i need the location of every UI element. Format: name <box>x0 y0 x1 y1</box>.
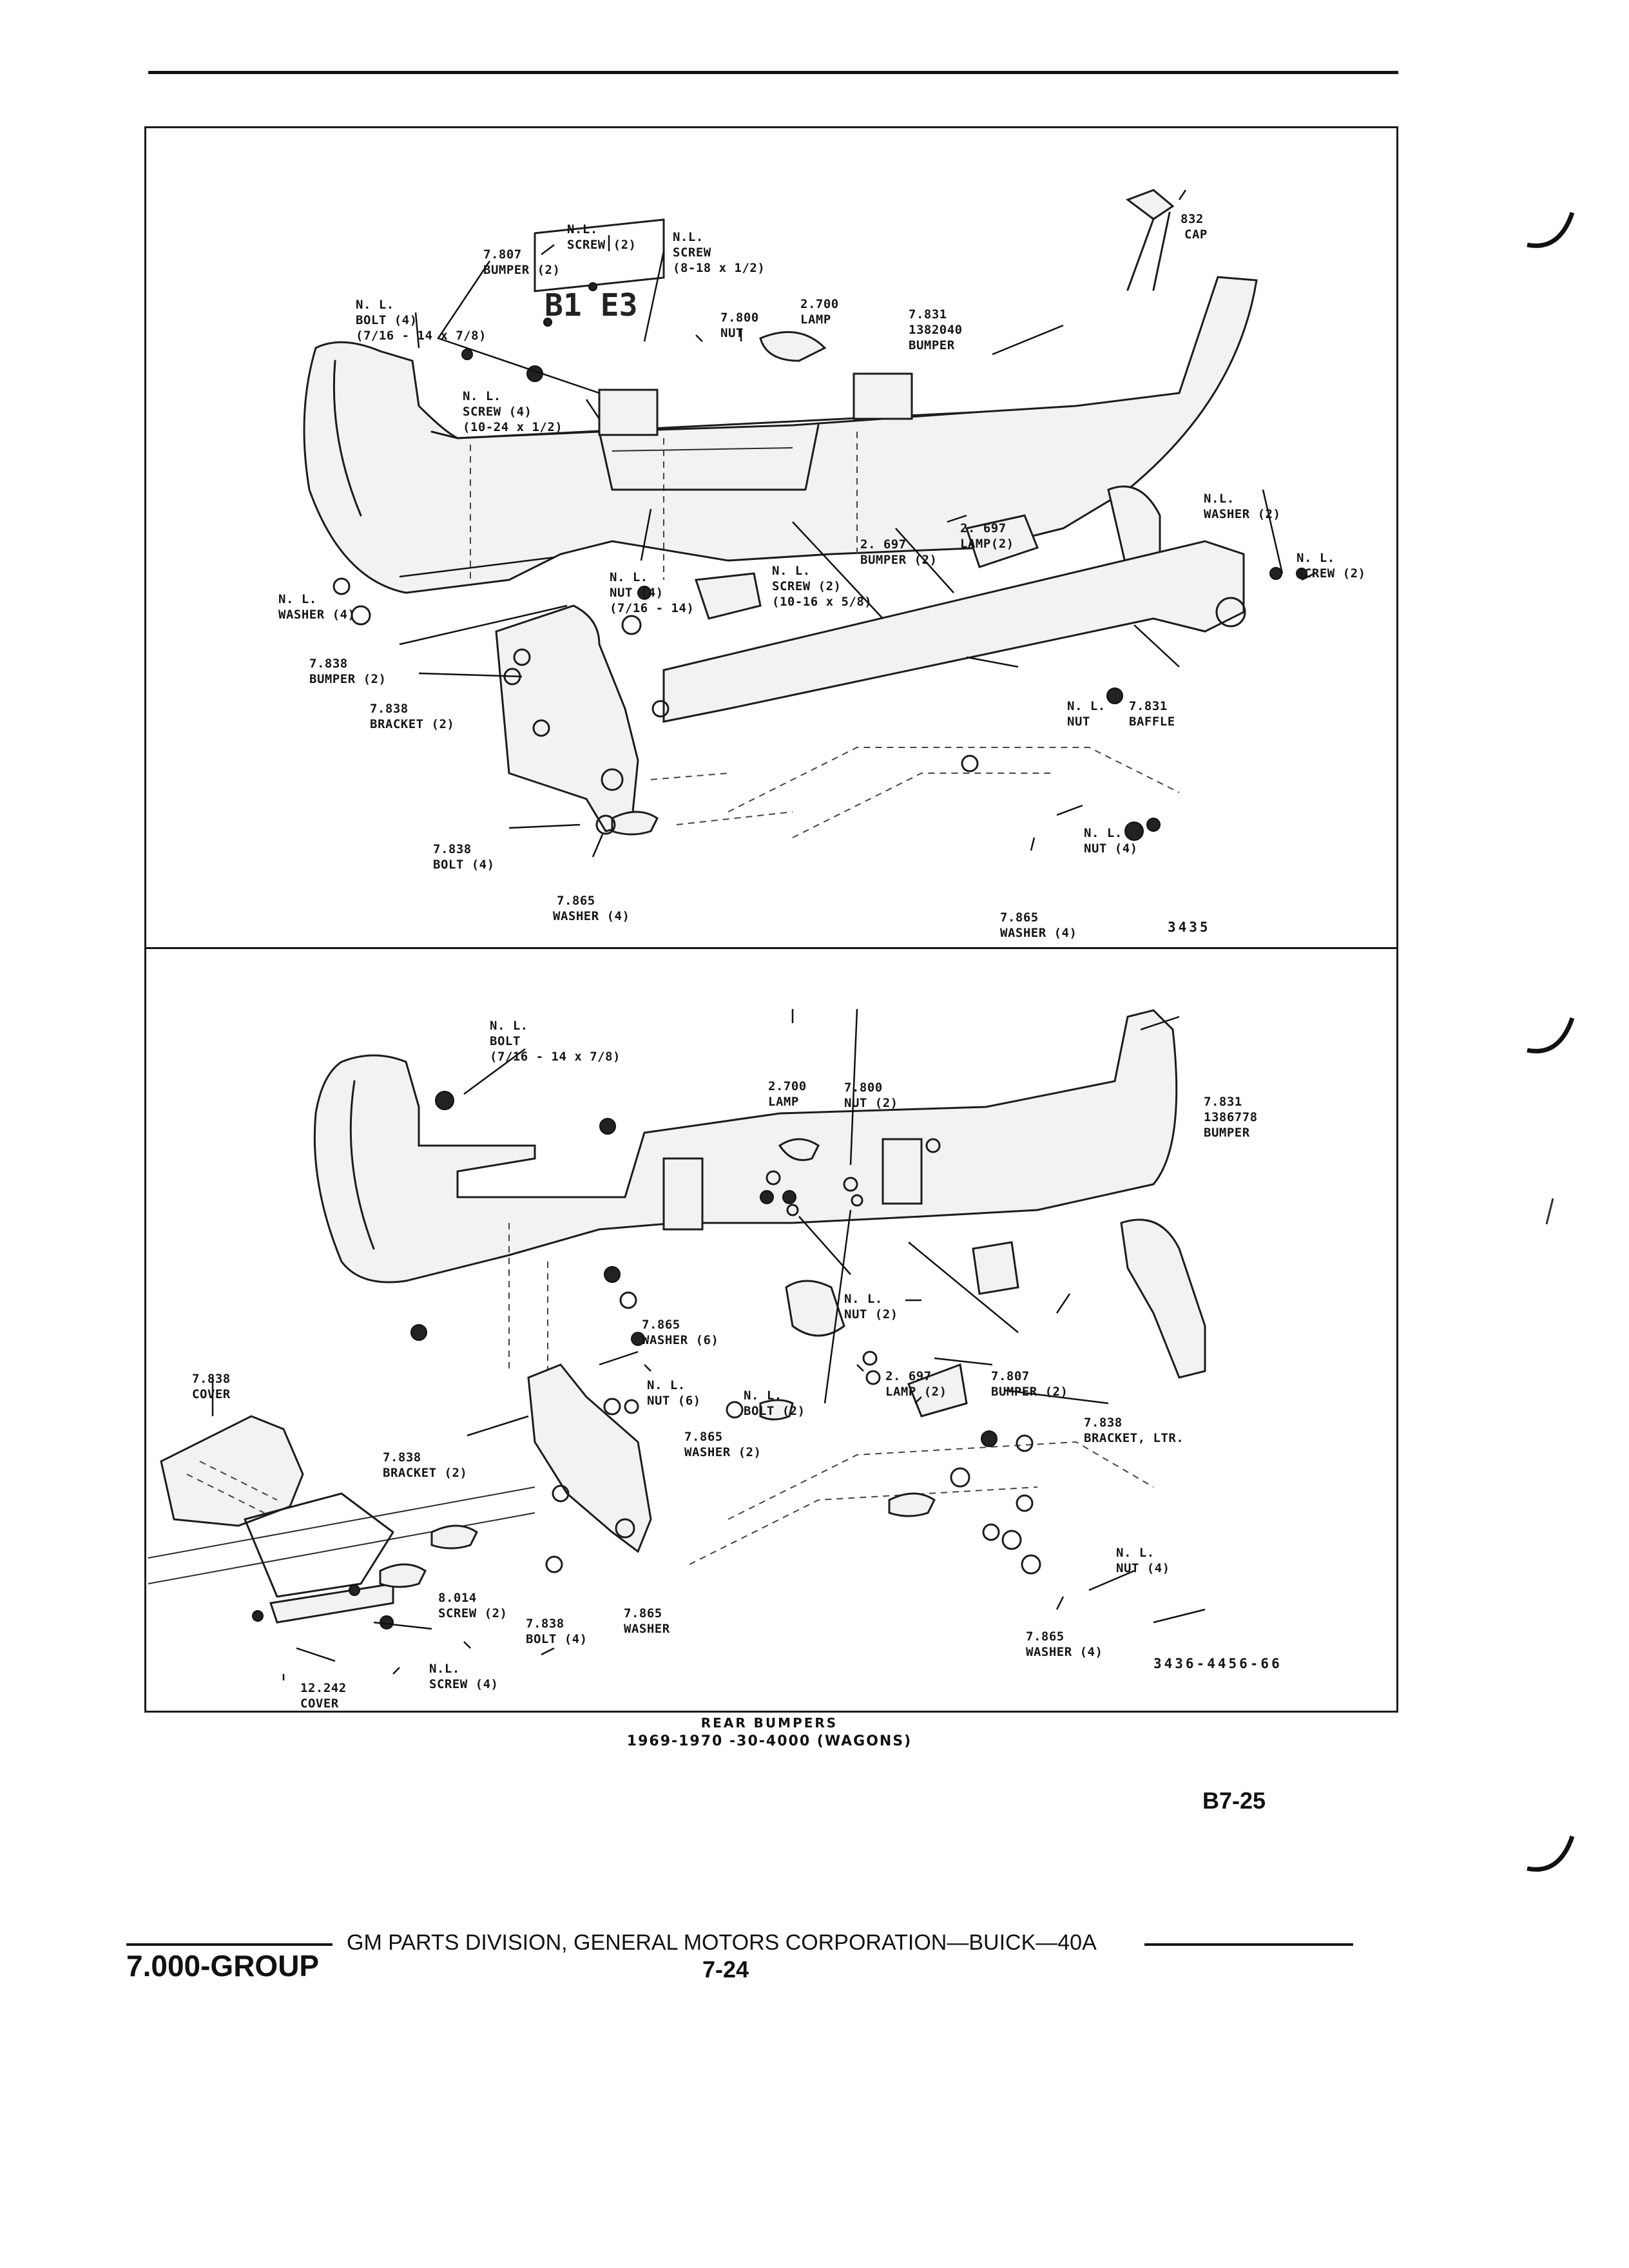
footer-publisher: GM PARTS DIVISION, GENERAL MOTORS CORPOR… <box>347 1930 1097 1955</box>
footer-page-number: 7-24 <box>702 1956 749 1983</box>
label-screw-nl-right: N. L.SCREW (2) <box>1296 551 1366 581</box>
label-screw-nl-8: N.L.SCREW(8-18 x 1/2) <box>673 230 766 275</box>
frame-divider <box>144 947 1398 949</box>
label-bolt-nl: N. L.BOLT(7/16 - 14 x 7/8) <box>490 1019 621 1064</box>
label-washer-nl-left: N. L.WASHER (4) <box>278 592 356 622</box>
top-diagram-art: B1 E3 <box>303 189 1315 858</box>
figure-caption-title: REAR BUMPERS <box>700 1715 838 1731</box>
svg-text:B1 E3: B1 E3 <box>545 287 638 323</box>
header-rule <box>148 71 1398 74</box>
label-bolt-nl-2: N. L.BOLT (2) <box>744 1389 805 1418</box>
label-screw-nl-4: N.L.SCREW (4) <box>429 1662 499 1691</box>
diagram-frame <box>144 126 1398 1713</box>
label-nut-nl-4: N. L.NUT (4)(7/16 - 14) <box>610 570 695 615</box>
footer-rule-left <box>126 1943 333 1946</box>
footer-rule-right <box>1144 1943 1353 1946</box>
label-nut-nl-6: N. L.NUT (6) <box>647 1378 701 1408</box>
label-nut-nl-right: N. L.NUT (4) <box>1084 826 1138 856</box>
figure-caption-subtitle: 1969-1970 -30-4000 (WAGONS) <box>626 1733 912 1749</box>
label-nut-nl-4: N. L.NUT (4) <box>1116 1546 1170 1575</box>
label-washer-nl-right: N.L.WASHER (2) <box>1204 492 1281 521</box>
binding-marks <box>1527 211 1575 1872</box>
label-bolt-nl: N. L.BOLT (4)(7/16 - 14 x 7/8) <box>356 298 487 343</box>
footer-group: 7.000-GROUP <box>126 1949 320 1983</box>
label-screw-nl-2: N.L.SCREW (2) <box>567 222 637 252</box>
label-screw-nl-10: N. L.SCREW (2)(10-16 x 5/8) <box>772 564 872 609</box>
bottom-diagram-art <box>148 1008 1206 1680</box>
label-screw-nl-4: N. L.SCREW (4)(10-24 x 1/2) <box>463 389 563 434</box>
label-nut-nl-mid: N. L.NUT <box>1067 699 1106 729</box>
figure-number-bottom: 3436-4456-66 <box>1153 1656 1282 1671</box>
label-nut-nl-2: N. L.NUT (2) <box>844 1292 898 1321</box>
page-code: B7-25 <box>1202 1787 1266 1814</box>
figure-number-top: 3435 <box>1168 919 1211 935</box>
